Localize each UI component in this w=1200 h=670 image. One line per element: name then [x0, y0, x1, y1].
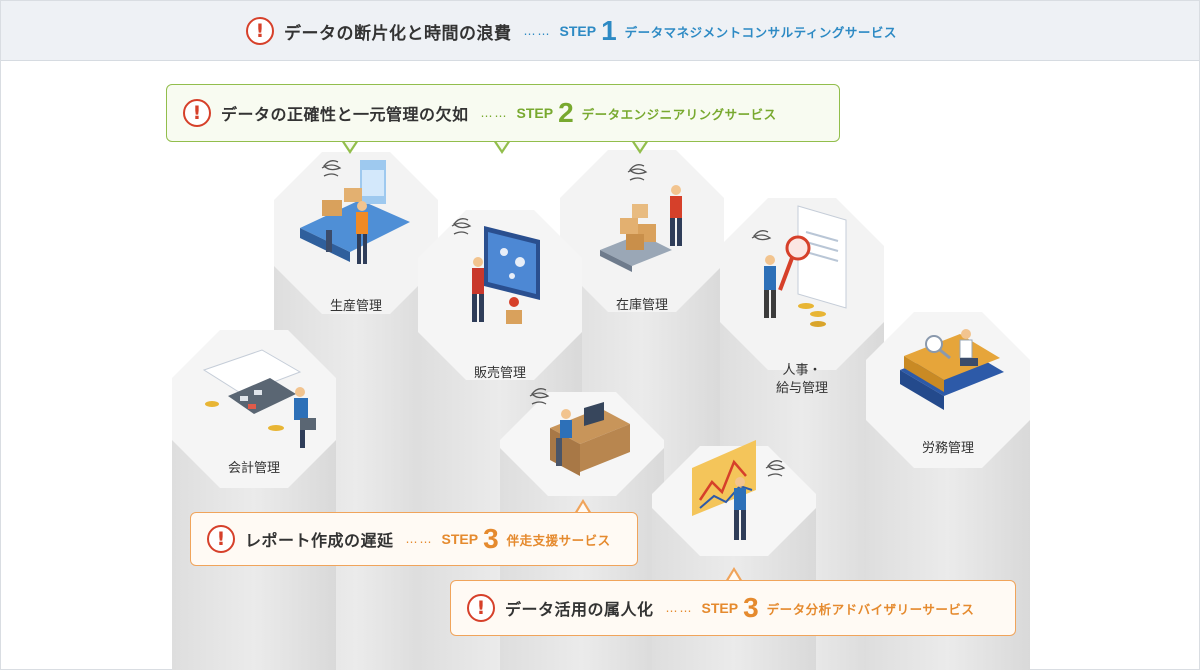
problem-text: データの正確性と一元管理の欠如	[221, 105, 469, 124]
inventory-boxes-icon	[600, 164, 682, 272]
production-line-icon	[300, 160, 410, 264]
department-label-production: 生産管理	[329, 299, 382, 314]
service-name: 伴走支援サービス	[506, 532, 611, 548]
callout-pointers	[342, 141, 742, 581]
callout-step3-report: ! レポート作成の遅延 …… STEP 3 伴走支援サービス	[190, 512, 638, 566]
department-label-inventory: 在庫管理	[615, 298, 668, 313]
sales-map-icon	[451, 218, 540, 324]
step-label: STEP	[441, 531, 479, 547]
department-label-sales: 販売管理	[473, 366, 526, 381]
desk-computer-icon	[529, 388, 630, 476]
service-name: データ分析アドバイザリーサービス	[766, 601, 975, 617]
warning-icon: !	[467, 594, 495, 622]
leader-dots: ……	[405, 532, 434, 546]
department-label-hr-line1: 人事・	[782, 363, 822, 378]
warning-icon: !	[207, 525, 235, 553]
step-label: STEP	[701, 600, 739, 616]
department-label-hr: 人事・ 給与管理	[742, 362, 862, 398]
warning-icon: !	[246, 17, 274, 45]
warning-icon: !	[183, 99, 211, 127]
problem-text: レポート作成の遅延	[245, 531, 394, 550]
department-label-labor: 労務管理	[921, 441, 974, 456]
department-label-accounting: 会計管理	[227, 461, 280, 476]
leader-dots: ……	[523, 24, 552, 38]
service-name: データマネジメントコンサルティングサービス	[624, 24, 897, 40]
step-number: 3	[483, 523, 499, 554]
header-bar: ! データの断片化と時間の浪費 …… STEP 1 データマネジメントコンサルテ…	[1, 1, 1199, 61]
hr-magnifier-icon	[751, 205, 847, 327]
step-number: 2	[558, 97, 574, 128]
analytics-board-icon	[692, 440, 786, 540]
accounting-calculator-icon	[202, 349, 316, 448]
header-step1: ! データの断片化と時間の浪費 …… STEP 1 データマネジメントコンサルテ…	[246, 13, 897, 49]
callout-step2: ! データの正確性と一元管理の欠如 …… STEP 2 データエンジニアリングサ…	[166, 84, 840, 142]
department-label-hr-line2: 給与管理	[775, 381, 828, 396]
labor-books-icon	[900, 329, 1004, 410]
leader-dots: ……	[480, 106, 509, 120]
step-number: 1	[601, 15, 617, 46]
callout-step3-analysis: ! データ活用の属人化 …… STEP 3 データ分析アドバイザリーサービス	[450, 580, 1016, 636]
leader-dots: ……	[665, 601, 694, 615]
problem-text: データの断片化と時間の浪費	[284, 23, 512, 44]
step-label: STEP	[559, 23, 597, 39]
step-label: STEP	[516, 105, 554, 121]
step-number: 3	[743, 592, 759, 623]
service-name: データエンジニアリングサービス	[581, 106, 777, 122]
problem-text: データ活用の属人化	[505, 600, 654, 619]
